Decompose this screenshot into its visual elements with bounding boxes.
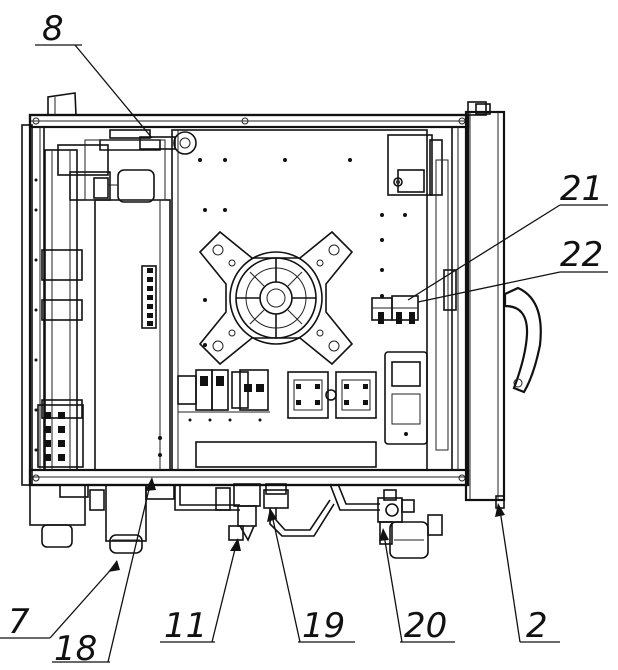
door-panel [464,103,506,509]
callout-7: 7 [8,602,30,642]
bottom-plumbing [29,483,443,559]
callout-20: 20 [404,606,447,646]
valve-blocks [371,269,457,324]
door-handle [503,286,542,394]
upper-right-block [387,134,449,451]
left-compartment [37,129,197,471]
callout-11: 11 [164,606,207,646]
callout-18: 18 [54,629,97,669]
callout-22: 22 [560,235,603,275]
cabinet-body [21,92,487,487]
breaker-group [177,369,270,413]
callout-2: 2 [526,606,548,646]
controller-unit [384,351,428,445]
callout-21: 21 [560,169,603,209]
callout-19: 19 [302,606,345,646]
leader-lines [0,44,608,663]
fan-assembly [198,230,354,366]
callout-8: 8 [42,9,64,49]
relay-sockets [287,371,377,419]
